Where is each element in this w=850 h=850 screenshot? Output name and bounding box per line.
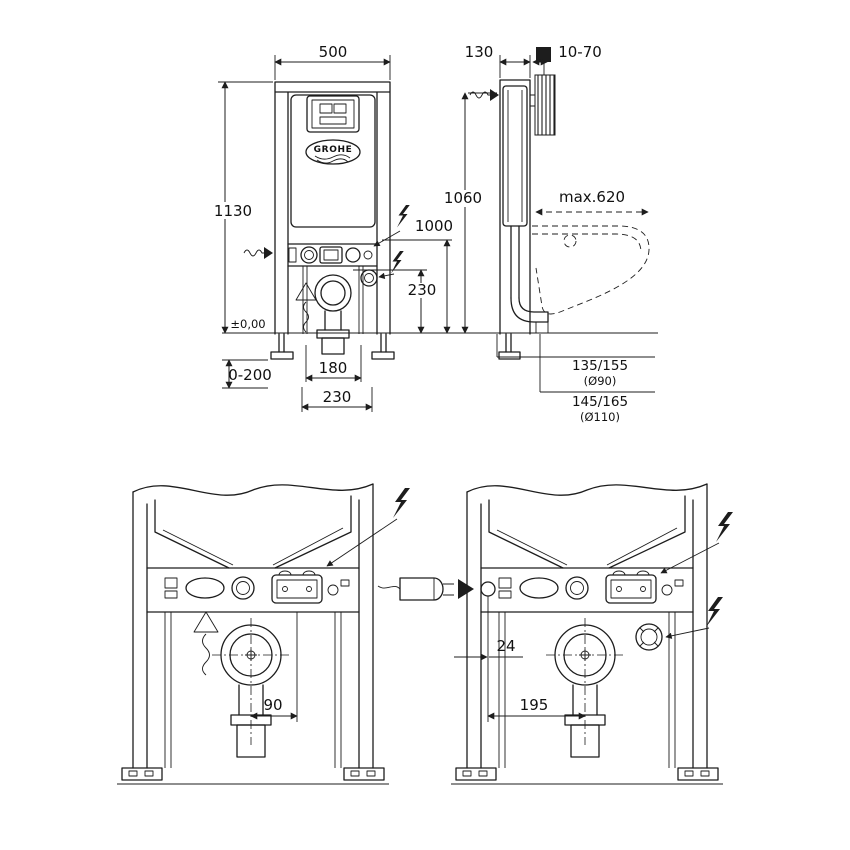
water-inlet-arrow-icon [243,246,274,260]
dim-foot-adjust: 0-200 [228,366,272,384]
water-inlet-arrow-icon [469,88,500,102]
lightning-icon [706,597,723,627]
plug-arrow [458,579,474,599]
lightning-leader [660,542,720,574]
flush-plate [306,95,360,133]
lightning-leader [665,627,710,639]
dim-spacing-inner: 180 [319,359,348,377]
dim-front-outlet-height: 230 [408,281,437,299]
side-view: 130 10-70 1060 max.620 135/155 (Ø90) 145… [444,43,655,424]
frame-profile [499,79,531,335]
dim-projection: max.620 [559,188,625,206]
dim-front-width: 500 [319,43,348,61]
cistern [290,94,376,228]
grohe-logo-text: GROHE [314,145,353,155]
dim-side-depth: 130 [465,43,494,61]
foot-plate [498,351,521,360]
mounting-crossbar [287,243,378,267]
lightning-leader [378,272,395,279]
grohe-logo: GROHE [305,139,361,165]
cistern-profile [502,85,528,227]
insert-arrow-icon [295,282,317,333]
outlet-heights: 135/155 (Ø90) 145/165 (Ø110) [496,334,655,424]
dim-side-height: 1060 [444,189,482,207]
lightning-icon [393,488,410,518]
dim-outlet-b-dia: (Ø110) [580,410,620,424]
frame-feet [278,333,387,353]
floor-level-label: ±0,00 [230,317,265,331]
dim-detail-offset: 195 [520,696,549,714]
wall-anchor-icon [530,47,556,136]
lightning-icon [397,205,410,228]
dim-outlet-a-dia: (Ø90) [584,374,617,388]
lightning-leader [326,518,398,567]
dim-detail-offset: 90 [263,696,282,714]
dim-front-inner-height: 1000 [415,217,453,235]
dim-detail-side-offset: 24 [496,637,515,655]
front-view: GROHE [214,43,453,412]
cable-grommet [480,581,496,597]
dim-front-height: 1130 [214,202,252,220]
detail-left-view: 90 [116,483,410,785]
dim-outlet-b: 145/165 [572,394,628,410]
dim-outlet-a: 135/155 [572,358,628,374]
foot-plate [371,351,395,360]
toilet-outline [532,225,650,315]
flush-bend [314,274,352,355]
insert-arrow-icon [193,611,219,676]
connection-grommet-inner [364,273,374,283]
foot-plate [270,351,294,360]
dim-wall-distance: 10-70 [558,43,602,61]
dim-spacing-outer: 230 [323,388,352,406]
lightning-leader [373,230,401,247]
detail-right-view: 24 195 [377,483,733,785]
inspection-cap [635,623,663,651]
flush-pipe [510,225,520,299]
lightning-icon [716,512,733,542]
frame-rails [274,81,391,335]
power-plug-icon [377,577,474,601]
frame-detail [116,483,390,785]
